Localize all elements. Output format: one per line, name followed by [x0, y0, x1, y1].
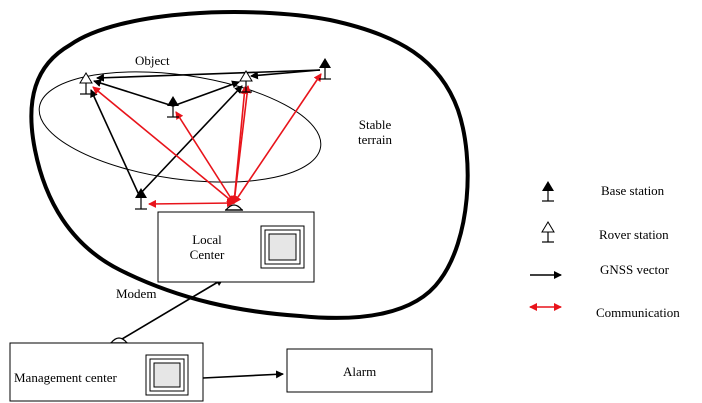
gnss-vector: [96, 69, 321, 82]
alarm-label: Alarm: [343, 364, 377, 379]
gnss-vector: [93, 79, 174, 107]
object-area-ellipse: [38, 71, 322, 183]
communication-link: [175, 111, 235, 204]
legend-rover-station-label: Rover station: [599, 227, 669, 242]
stable-terrain-label-line1: Stable: [358, 117, 392, 132]
base-station-icon: [135, 188, 147, 210]
communication-links: [92, 73, 322, 208]
management-center-label: Management center: [14, 370, 117, 385]
legend-gnss-vector-label: GNSS vector: [600, 262, 669, 277]
legend-communication-label: Communication: [596, 305, 680, 320]
modem-icon: [109, 337, 129, 344]
legend: [529, 181, 562, 311]
gnss-vector: [138, 85, 243, 196]
rover-station-icon: [239, 70, 253, 93]
object-label: Object: [135, 53, 170, 68]
local-center-label-line2: Center: [189, 247, 225, 262]
modem-icon: [224, 204, 244, 211]
communication-link: [233, 73, 322, 204]
gnss-vector: [172, 80, 240, 107]
local-center-label-line1: Local: [192, 232, 222, 247]
monitor-icon: [145, 354, 189, 396]
monitor-icon: [260, 225, 305, 269]
legend-base-station-icon: [542, 181, 554, 202]
legend-base-station-label: Base station: [601, 183, 665, 198]
local-center-label: Local Center: [176, 232, 238, 262]
stable-terrain-label: Stable terrain: [350, 117, 400, 147]
legend-rover-station-icon: [541, 221, 555, 243]
alarm-box: [286, 348, 433, 393]
base-station-icon: [319, 58, 331, 80]
gnss-vector: [202, 370, 284, 379]
communication-link: [92, 86, 235, 204]
rover-station-icon: [79, 72, 93, 95]
modem-label: Modem: [116, 286, 157, 301]
base-station-icon: [167, 96, 179, 118]
stable-terrain-boundary: [29, 10, 470, 320]
gnss-vector: [116, 278, 224, 343]
communication-link: [148, 199, 235, 208]
stable-terrain-label-line2: terrain: [358, 132, 392, 147]
